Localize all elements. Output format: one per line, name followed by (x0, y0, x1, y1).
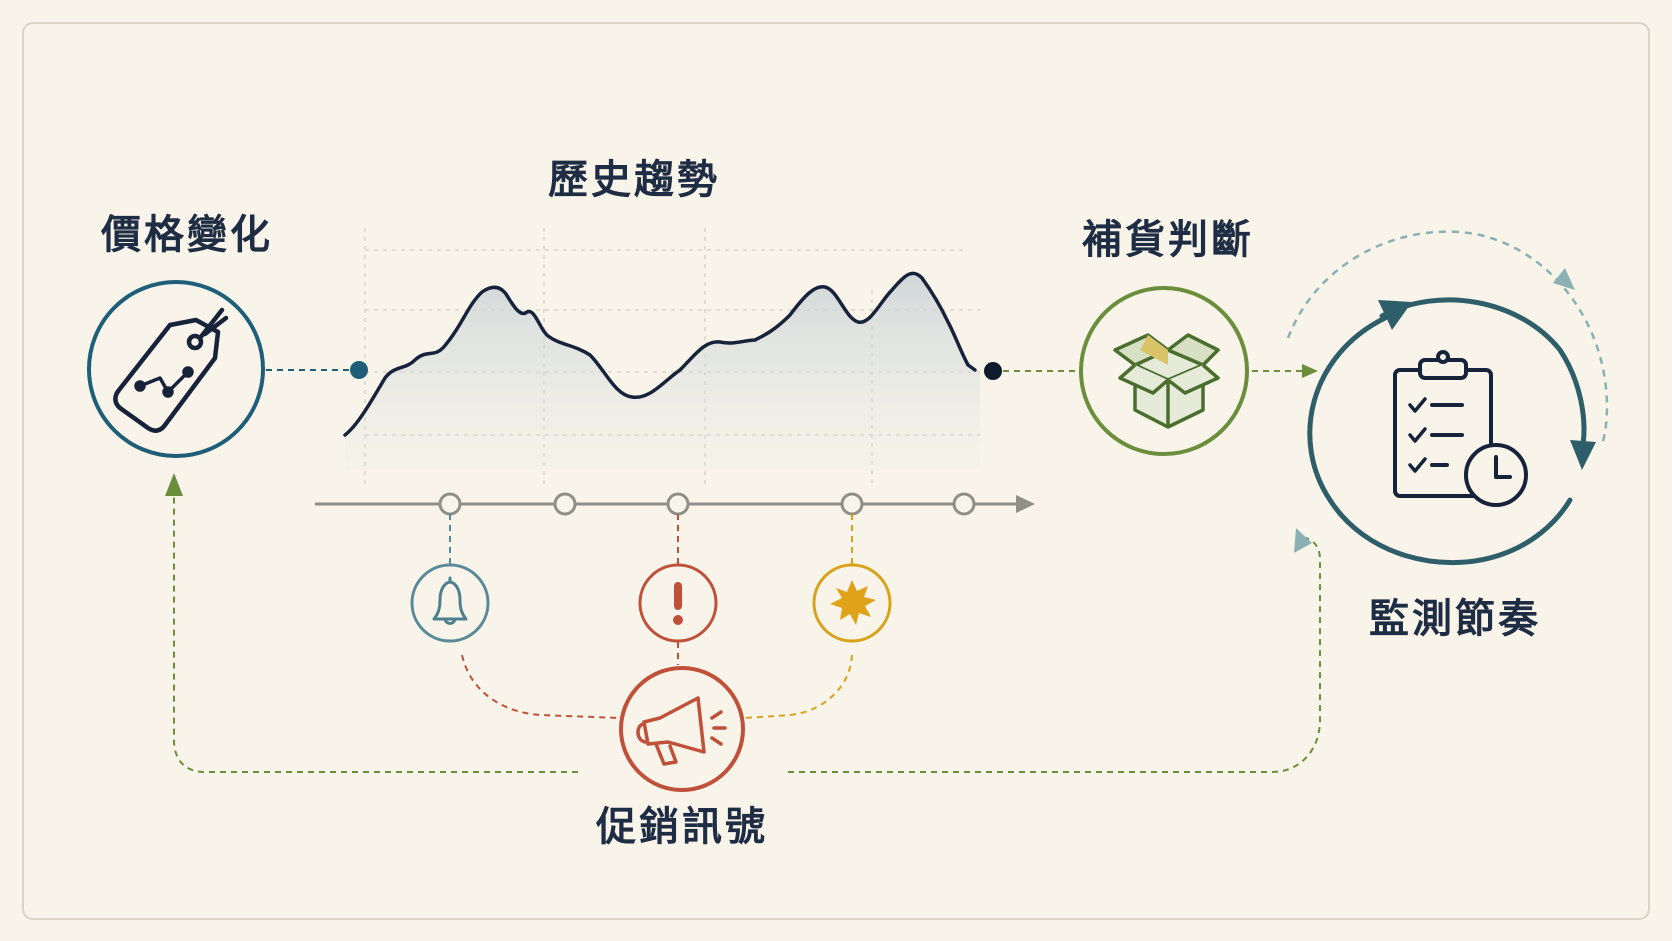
price-change-node (87, 280, 265, 458)
feedback-arrowhead (165, 473, 183, 496)
label-history-trend: 歷史趨勢 (548, 156, 720, 203)
trend-start-dot (350, 361, 368, 379)
monitor-inner-arc-left (1307, 315, 1573, 566)
timeline-node (840, 492, 864, 516)
burst-event-node (812, 563, 892, 643)
trend-area (345, 273, 980, 470)
label-monitor-rhythm: 監測節奏 (1369, 595, 1541, 642)
outer-frame (22, 22, 1650, 920)
bell-event-node (410, 563, 490, 643)
promo-to-monitor-feedback (788, 536, 1321, 773)
bell-to-promo-connector (461, 654, 621, 719)
price-tag-icon (113, 307, 229, 433)
timeline-node (553, 492, 577, 516)
label-promo-signal: 促銷訊號 (595, 803, 768, 850)
timeline-node (952, 492, 976, 516)
restock-arrowhead (1302, 364, 1318, 378)
burst-to-promo-connector (744, 654, 853, 719)
trend-chart (343, 228, 1002, 488)
promo-to-price-feedback (173, 495, 578, 773)
alert-event-node (638, 563, 718, 643)
monitor-arrowhead (1294, 528, 1312, 553)
trend-line (343, 271, 977, 437)
promo-signal-node (619, 666, 745, 792)
monitor-inner-arc-top (1379, 297, 1587, 453)
timeline-node (666, 492, 690, 516)
label-price-change: 價格變化 (100, 211, 273, 258)
bell-icon (432, 576, 468, 625)
monitor-rhythm-node (1286, 230, 1609, 566)
timeline-axis (315, 492, 1035, 516)
restock-decision-node (1079, 286, 1249, 456)
alert-icon (673, 582, 683, 625)
label-restock-decision: 補貨判斷 (1082, 216, 1254, 263)
megaphone-icon (636, 696, 727, 766)
timeline-node (438, 492, 462, 516)
box-icon (1113, 333, 1220, 429)
clipboard-clock-icon (1393, 350, 1528, 507)
burst-icon (830, 580, 876, 625)
trend-end-dot (984, 362, 1002, 380)
